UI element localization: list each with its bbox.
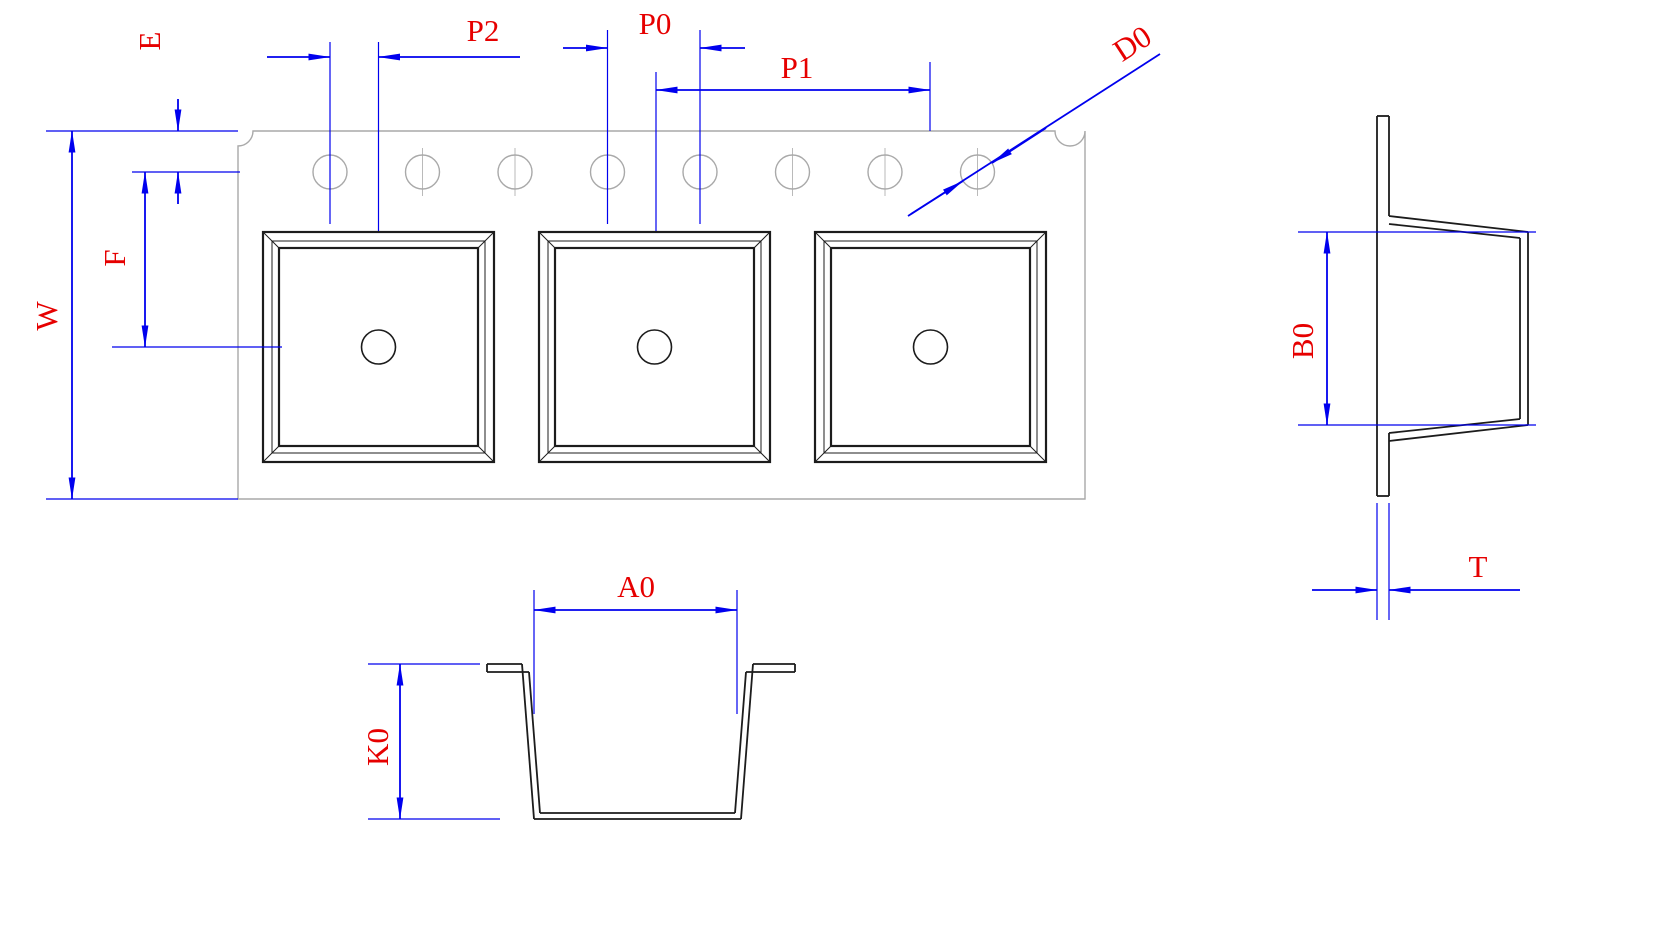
dim-label-k0: K0 — [360, 728, 395, 766]
dimension-arrows — [68, 44, 1520, 820]
pocket-section-view — [486, 663, 796, 820]
dim-label-a0: A0 — [617, 569, 655, 604]
dim-label-w: W — [29, 301, 64, 331]
pocket-3 — [813, 230, 1048, 464]
dim-d0-arrow-lower — [910, 180, 964, 215]
sprocket-holes — [312, 154, 996, 190]
dim-label-p1: P1 — [781, 50, 814, 85]
dim-label-p0: P0 — [639, 6, 672, 41]
tape-pockets — [261, 230, 1048, 464]
dim-label-p2: P2 — [467, 13, 500, 48]
tape-top-view — [237, 130, 1086, 500]
dimension-lines — [46, 30, 1536, 820]
dim-label-t: T — [1469, 549, 1488, 584]
extension-lines — [46, 30, 1536, 820]
dim-label-e: E — [132, 32, 167, 51]
dim-label-f: F — [97, 249, 132, 266]
tape-outline — [237, 130, 1086, 500]
pocket-2 — [537, 230, 772, 464]
dim-label-b0: B0 — [1285, 323, 1320, 359]
dimension-labels: E F W P2 P0 P1 D0 A0 K0 B0 T — [29, 6, 1488, 766]
pocket-1 — [261, 230, 496, 464]
tape-side-section-view — [1376, 115, 1529, 497]
dim-d0-arrow-upper — [991, 127, 1047, 164]
